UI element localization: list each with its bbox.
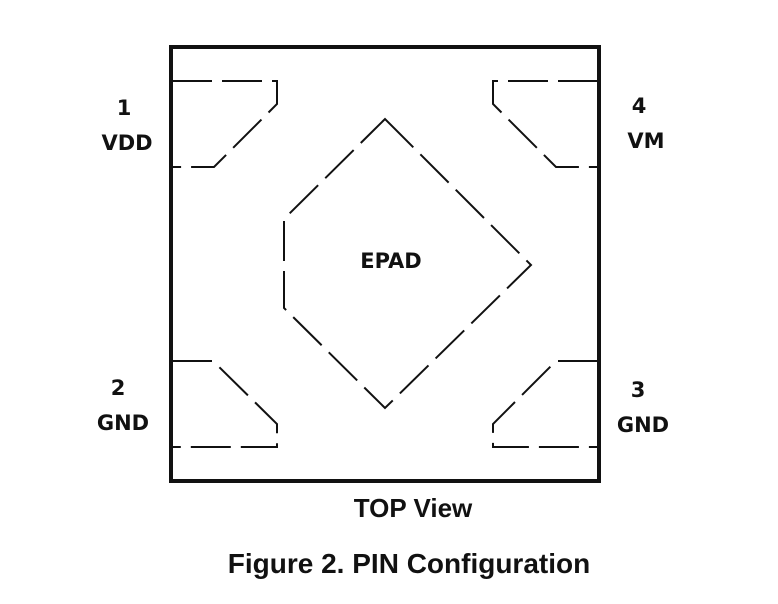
pin-3-number: 3: [630, 378, 646, 402]
pin-3-pad: [492, 360, 598, 448]
pin-2-pad: [172, 360, 278, 448]
pin-2-number: 2: [110, 376, 126, 400]
pin-2-name: GND: [96, 411, 150, 435]
pin-1-name: VDD: [101, 131, 153, 155]
pin-1-pad: [172, 80, 278, 168]
pin-3-name: GND: [616, 413, 670, 437]
epad-label: EPAD: [360, 249, 422, 273]
pin-4-pad: [492, 80, 598, 168]
pin-4-number: 4: [631, 94, 647, 118]
exposed-pad: [283, 117, 533, 410]
package-body: [169, 45, 601, 483]
figure-caption: Figure 2. PIN Configuration: [227, 548, 591, 579]
pin-4-name: VM: [627, 129, 665, 153]
pin-1-number: 1: [116, 96, 132, 120]
view-label: TOP View: [353, 493, 473, 523]
